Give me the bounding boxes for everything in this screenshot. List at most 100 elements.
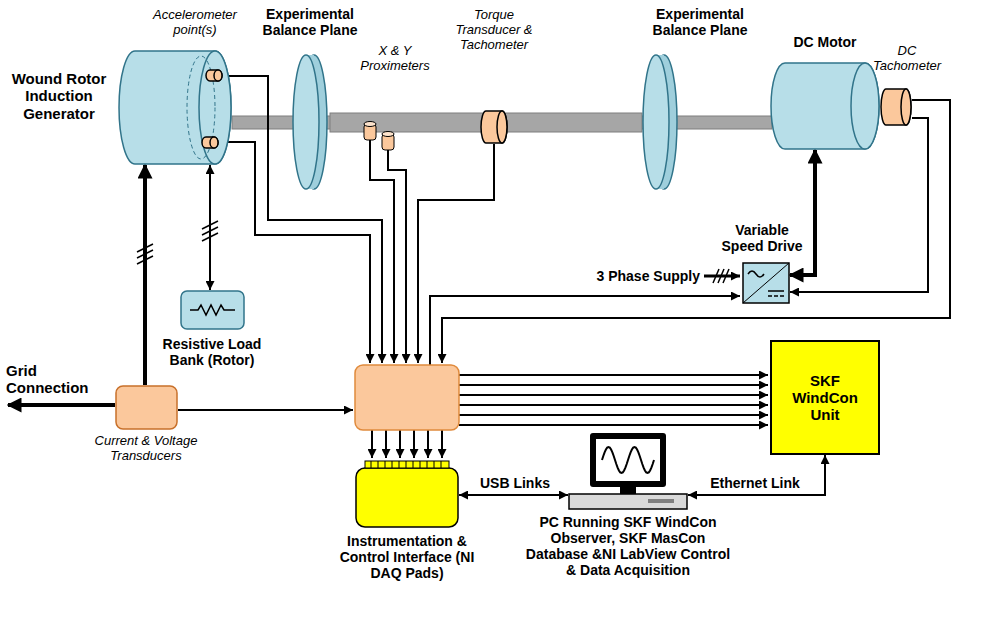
- signal-wire: [178, 409, 353, 411]
- node-label: Wound Rotor Induction Generator: [4, 70, 114, 122]
- node-label: Current & Voltage Transducers: [86, 434, 206, 464]
- daq-wire: [413, 430, 415, 458]
- load-bank-shape: [180, 290, 245, 330]
- connector: [209, 165, 211, 290]
- callout-label: Accelerometer point(s): [140, 8, 250, 38]
- grid-line: [8, 403, 115, 407]
- node-label: Resistive Load Bank (Rotor): [152, 336, 272, 368]
- connector: [688, 455, 825, 495]
- drive-box: [743, 263, 789, 303]
- sensor-collar: [881, 89, 911, 125]
- generator: Wound Rotor Induction Generator: [118, 50, 232, 165]
- disk-front: [293, 55, 319, 189]
- dc-motor: DC Motor: [770, 62, 880, 150]
- connector-pin: [420, 461, 421, 468]
- windcon-wire: [459, 424, 768, 426]
- variable-speed-drive-shape: [742, 262, 790, 304]
- node-label: Torque Transducer & Tachometer: [448, 8, 540, 53]
- torque-transducer: Torque Transducer & Tachometer: [480, 110, 508, 144]
- connector-pin: [371, 461, 372, 468]
- windcon-wire: [459, 394, 768, 396]
- node-label: Instrumentation & Control Interface (NI …: [326, 533, 488, 581]
- balance-plane-shape: [642, 54, 678, 190]
- node-label: DC Tachometer: [862, 44, 952, 74]
- windcon-wire: [459, 414, 768, 416]
- motor-body: [771, 63, 879, 149]
- windcon-wire: [459, 384, 768, 386]
- pc-workstation: PC Running SKF WindCon Observer, SKF Mas…: [568, 432, 688, 510]
- drive-slot: [648, 499, 674, 503]
- callout-label: Grid Connection: [6, 362, 110, 397]
- connector-pin: [378, 461, 379, 468]
- accelerometer: [206, 70, 222, 81]
- connector-pin: [441, 461, 442, 468]
- connector-pin: [413, 461, 414, 468]
- signal-wire: [388, 150, 406, 363]
- proximeter-shape: [362, 120, 398, 152]
- connector-pin: [406, 461, 407, 468]
- dc-tachometer-shape: [880, 88, 912, 126]
- load-box: [181, 291, 244, 329]
- daq-interface: Instrumentation & Control Interface (NI …: [355, 460, 459, 528]
- daq-wire: [427, 430, 429, 458]
- pc-base: [569, 494, 687, 509]
- balance-plane: Experimental Balance Plane: [292, 54, 328, 190]
- connector-strip: [365, 461, 449, 468]
- sensor-collar: [481, 111, 507, 143]
- transducer-box: [116, 386, 177, 429]
- torque-transducer-shape: [480, 110, 508, 144]
- generator-body: [119, 51, 231, 164]
- dc-motor-shape: [770, 62, 880, 150]
- variable-speed-drive: Variable Speed Drive: [742, 262, 790, 304]
- control-wire: [430, 296, 740, 365]
- node-label: Experimental Balance Plane: [255, 6, 365, 38]
- daq-wire: [385, 430, 387, 458]
- monitor-frame: [590, 433, 666, 487]
- daq-wire: [371, 430, 373, 458]
- transducer-box-shape: [115, 385, 178, 430]
- resistor-symbol: [190, 305, 235, 315]
- edge-label: Ethernet Link: [700, 475, 810, 491]
- daq-wire: [399, 430, 401, 458]
- node-label: SKF WindCon Unit: [782, 372, 868, 424]
- connector-pin: [427, 461, 428, 468]
- proximeter-tip: [364, 122, 376, 127]
- connector-pin: [392, 461, 393, 468]
- connector: [459, 494, 568, 496]
- connector-pin: [385, 461, 386, 468]
- callout-label: 3 Phase Supply: [590, 268, 700, 284]
- accelerometer-end: [210, 137, 218, 148]
- windcon-box: [771, 341, 879, 454]
- sensor-collar-end: [497, 111, 507, 143]
- signal-hub: [355, 365, 459, 430]
- proximeter-tip: [382, 132, 394, 137]
- transducer-box: Current & Voltage Transducers: [115, 385, 178, 430]
- node-label: X & Y Proximeters: [350, 44, 440, 74]
- balance-plane-shape: [292, 54, 328, 190]
- signal-wire: [218, 142, 370, 363]
- windcon-wire: [459, 404, 768, 406]
- connector-pin: [399, 461, 400, 468]
- disk-front: [643, 55, 669, 189]
- pc-workstation-shape: [568, 432, 688, 510]
- node-label: Experimental Balance Plane: [645, 6, 755, 38]
- dc-symbol: [768, 291, 784, 296]
- windcon-wire: [459, 374, 768, 376]
- motor-body-end: [851, 63, 879, 149]
- node-label: Variable Speed Drive: [719, 222, 805, 254]
- ac-symbol: [748, 271, 764, 277]
- dc-tachometer: DC Tachometer: [880, 88, 912, 126]
- balance-plane: Experimental Balance Plane: [642, 54, 678, 190]
- generator-shape: [118, 50, 232, 165]
- connector-pin: [434, 461, 435, 468]
- signal-wire: [370, 140, 394, 363]
- node-label: PC Running SKF WindCon Observer, SKF Mas…: [522, 514, 734, 578]
- waveform: [602, 447, 654, 473]
- edge-label: USB Links: [470, 475, 560, 491]
- monitor-screen: [596, 439, 660, 481]
- three-phase-mark: [713, 269, 729, 283]
- connector: [790, 150, 815, 275]
- daq-wire: [441, 430, 443, 458]
- daq-interface-shape: [355, 460, 459, 528]
- monitor-stand: [620, 487, 636, 494]
